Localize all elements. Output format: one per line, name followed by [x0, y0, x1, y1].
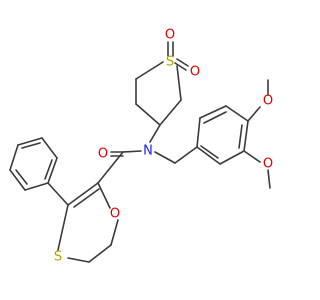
- bond: [44, 159, 53, 180]
- bond: [47, 182, 69, 206]
- atoms: S O O N O O O O S: [54, 28, 273, 265]
- bond: [196, 117, 201, 148]
- sulfone-sulfur-atom: S: [166, 55, 174, 70]
- bonds: [9, 41, 271, 263]
- bond: [225, 105, 249, 122]
- amide-nitrogen-atom: N: [143, 144, 153, 159]
- bond: [176, 65, 182, 101]
- bond: [9, 144, 19, 171]
- bond: [199, 105, 227, 119]
- bond: [97, 182, 111, 209]
- bond: [122, 150, 142, 153]
- bond: [174, 62, 187, 71]
- bond: [47, 157, 58, 184]
- methoxy-oxygen-bottom-atom: O: [263, 157, 273, 172]
- bond: [67, 257, 90, 263]
- bond: [243, 120, 249, 152]
- bond: [243, 150, 261, 163]
- bond: [41, 137, 58, 159]
- bond: [238, 124, 243, 149]
- bond: [247, 106, 261, 122]
- bond: [17, 137, 43, 146]
- ring-oxygen-atom: O: [110, 207, 120, 222]
- molecule-diagram: S O O N O O O O S: [9, 28, 273, 265]
- bond: [15, 169, 28, 185]
- bond: [203, 111, 227, 124]
- sulfone-oxygen-top-atom: O: [165, 28, 175, 43]
- bond: [21, 142, 41, 149]
- bond: [97, 151, 124, 184]
- sulfone-oxygen-right-atom: O: [190, 65, 200, 80]
- bond: [154, 151, 176, 164]
- bond: [110, 219, 119, 246]
- methoxy-oxygen-top-atom: O: [263, 94, 273, 109]
- bond: [219, 150, 245, 165]
- bond: [149, 124, 161, 143]
- bond: [57, 204, 69, 251]
- bond: [135, 61, 164, 80]
- bond: [24, 182, 49, 191]
- structure-svg: S O O N O O O O S: [9, 28, 273, 265]
- bond: [200, 145, 219, 159]
- bond: [88, 244, 112, 263]
- bond: [9, 169, 26, 191]
- bond: [174, 146, 198, 164]
- bond: [159, 99, 182, 126]
- bond: [176, 58, 189, 67]
- bond: [73, 188, 100, 208]
- bond: [67, 182, 99, 206]
- bond: [135, 103, 161, 126]
- bond: [196, 146, 221, 165]
- bond: [267, 169, 271, 189]
- amide-oxygen-atom: O: [98, 147, 108, 162]
- ring-sulfur-atom: S: [54, 250, 62, 265]
